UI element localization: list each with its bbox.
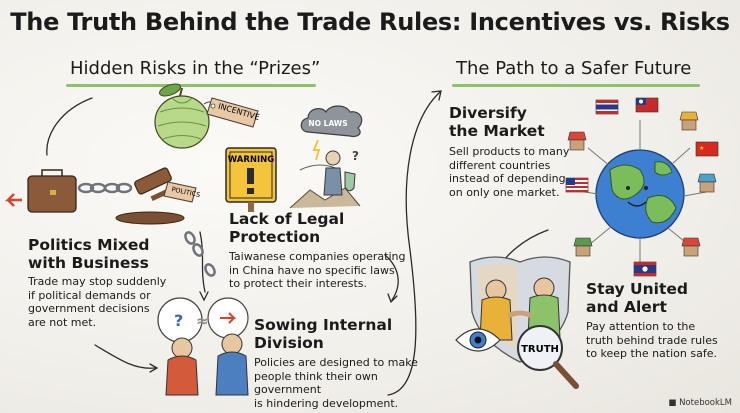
curve-arrow-bottom-left <box>94 344 156 369</box>
item-politics-title-line2: with Business <box>28 254 149 272</box>
item-united-title-line1: Stay United <box>586 280 689 298</box>
item-united-body-line: Pay attention to the <box>586 320 696 333</box>
item-diversify-title-line1: Diversify <box>449 104 527 122</box>
item-diversify-body-line: different countries <box>449 158 551 172</box>
left-heading-underline <box>66 84 316 87</box>
warning-sign-text: WARNING <box>228 155 275 165</box>
flag-thailand-icon <box>595 99 619 115</box>
item-politics-body-line: if political demands or <box>28 288 151 302</box>
item-politics-title-line1: Politics Mixed <box>28 236 150 254</box>
item-diversify-body-line: on only one market. <box>449 185 560 199</box>
left-section-heading: Hidden Risks in the “Prizes” <box>70 58 321 79</box>
item-division-body-line: people think their own government <box>254 369 378 397</box>
flag-china-icon: ★ <box>695 141 719 157</box>
item-legal-title: Lack of Legal Protection <box>229 210 345 246</box>
warning-sign-icon <box>225 147 277 212</box>
incentive-tag-icon <box>206 97 259 128</box>
curve-arrow-chain-down <box>199 231 206 293</box>
item-united-title-line2: and Alert <box>586 298 667 316</box>
trade-spokes-icon <box>571 120 707 262</box>
item-united-body-line: truth behind trade rules <box>586 333 718 347</box>
item-united-body-line: to keep the nation safe. <box>586 347 717 360</box>
curve-arrow-mid <box>384 254 399 301</box>
flag-taiwan-icon <box>635 97 659 113</box>
item-united: Stay United and Alert Pay attention to t… <box>586 280 731 361</box>
item-legal-body-line: Taiwanese companies operating <box>229 250 406 263</box>
notebooklm-badge: ■ NotebookLM <box>668 398 732 408</box>
page-title: The Truth Behind the Trade Rules: Incent… <box>10 8 730 36</box>
item-legal-body-line: to protect their interests. <box>229 277 368 290</box>
right-heading-underline <box>452 84 700 87</box>
red-arrow-left-icon <box>4 193 22 207</box>
flag-usa-icon <box>565 177 589 193</box>
item-diversify-body-line: Sell products to many <box>449 145 570 158</box>
long-curve-arrow <box>387 91 441 396</box>
item-legal: Lack of Legal Protection Taiwanese compa… <box>229 210 429 291</box>
item-division-body-line: is hindering development. <box>254 396 399 410</box>
briefcase-icon <box>27 169 77 213</box>
politics-tag-icon <box>163 181 197 203</box>
item-division: Sowing Internal Division Policies are de… <box>254 316 424 410</box>
gavel-icon <box>115 167 185 225</box>
item-diversify-title-line2: the Market <box>449 122 545 140</box>
curve-arrow-top-left <box>46 97 93 156</box>
question-mark-icon: ? <box>352 149 359 163</box>
item-diversify: Diversify the Market Sell products to ma… <box>449 104 589 199</box>
item-division-body-line: Policies are designed to make <box>254 356 418 369</box>
notebooklm-badge-text: NotebookLM <box>679 398 732 408</box>
broken-chain-icon <box>184 231 216 277</box>
magnifier-text: TRUTH <box>521 344 559 355</box>
arguing-people-icon <box>157 297 249 396</box>
item-politics-body-line: are not met. <box>28 315 97 329</box>
svg-text:★: ★ <box>699 145 704 152</box>
eye-icon <box>455 328 501 352</box>
item-politics-body-line: government decisions <box>28 302 150 315</box>
item-legal-body-line: in China have no specific laws <box>229 263 395 277</box>
item-division-title: Sowing Internal Division <box>254 316 393 352</box>
right-section-heading: The Path to a Safer Future <box>456 58 692 79</box>
no-laws-cloud-text: NO LAWS <box>308 119 347 128</box>
globe-icon <box>595 149 685 239</box>
market-stall-icons <box>567 111 717 257</box>
custard-apple-icon <box>154 83 215 149</box>
no-laws-cloud-icon <box>289 105 363 209</box>
item-politics-body-line: Trade may stop suddenly <box>28 275 167 288</box>
arguing-swirl-icon: ≈ <box>196 312 209 330</box>
magnifier-icon <box>517 325 579 389</box>
arguing-question-icon: ? <box>174 311 183 330</box>
flag-laos-icon <box>633 261 657 277</box>
item-diversify-body-line: instead of depending <box>449 172 566 185</box>
chain-icon <box>77 182 133 194</box>
item-politics: Politics Mixed with Business Trade may s… <box>28 236 198 329</box>
